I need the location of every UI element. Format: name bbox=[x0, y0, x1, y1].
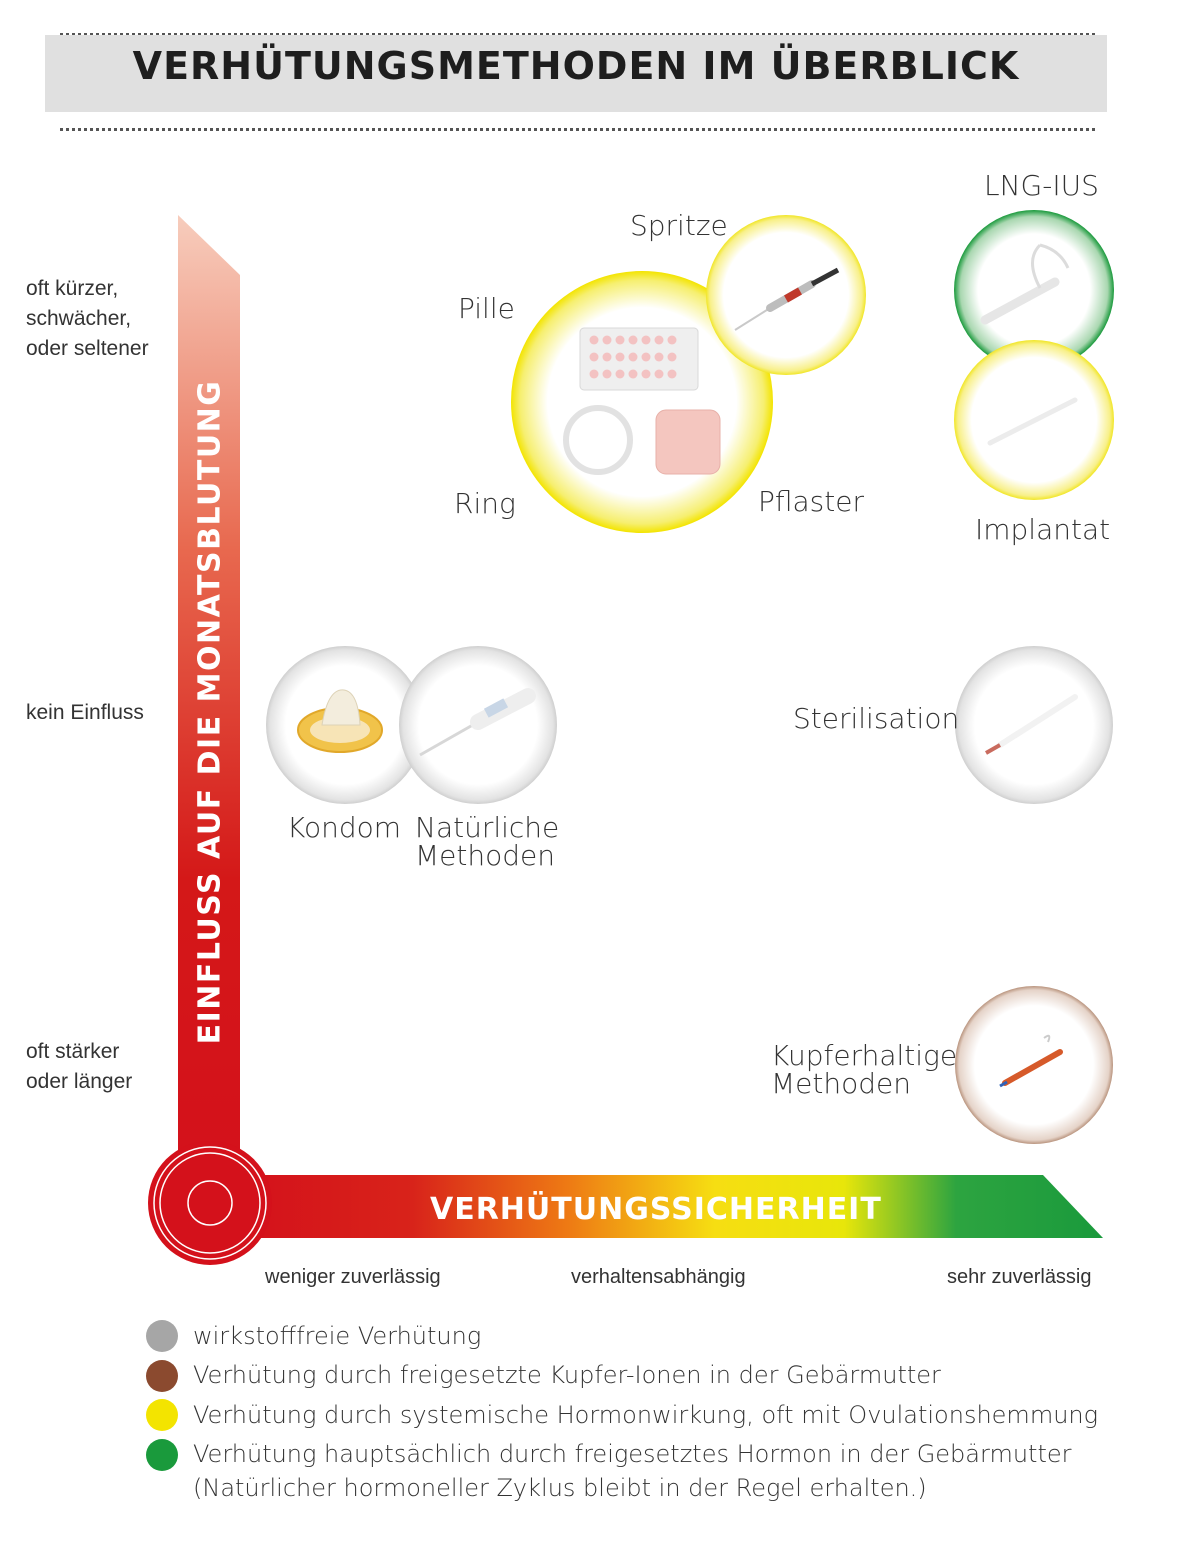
label-kupferhaltige: Kupferhaltige Methoden bbox=[771, 1039, 958, 1100]
x-tick-high: sehr zuverlässig bbox=[947, 1266, 1092, 1288]
scalpel-image bbox=[985, 694, 1078, 755]
y-axis-arrow bbox=[178, 215, 240, 1165]
label-sterilisation: Sterilisation bbox=[793, 702, 960, 735]
title-bar bbox=[45, 35, 1107, 112]
legend-dot-brown bbox=[146, 1360, 178, 1392]
legend-item-yellow: Verhütung durch systemische Hormonwirkun… bbox=[193, 1401, 1099, 1429]
x-tick-mid: verhaltensabhängig bbox=[571, 1266, 746, 1288]
label-spritze: Spritze bbox=[630, 209, 728, 242]
legend-dot-yellow bbox=[146, 1399, 178, 1431]
lng-ius-image bbox=[980, 243, 1070, 325]
label-ring: Ring bbox=[454, 487, 516, 520]
label-pille: Pille bbox=[458, 292, 515, 325]
thermometer-image bbox=[419, 688, 536, 757]
label-lng-ius: LNG-IUS bbox=[984, 169, 1099, 202]
x-axis-title: VERHÜTUNGSSICHERHEIT bbox=[430, 1192, 882, 1227]
implant-image bbox=[987, 397, 1078, 446]
y-level-top: oft kürzer, schwächer, oder seltener bbox=[26, 277, 149, 360]
patch-image bbox=[655, 409, 721, 475]
top-dotted-rule bbox=[60, 33, 1095, 36]
x-tick-low: weniger zuverlässig bbox=[265, 1266, 441, 1288]
legend-dot-green bbox=[146, 1439, 178, 1471]
bottom-dotted-rule bbox=[60, 128, 1095, 131]
pill-pack-image bbox=[579, 327, 699, 391]
y-axis-title: EINFLUSS AUF DIE MONATSBLUTUNG bbox=[192, 379, 228, 1045]
label-pflaster: Pflaster bbox=[758, 485, 864, 518]
legend-item-brown: Verhütung durch freigesetzte Kupfer-Ione… bbox=[193, 1361, 941, 1389]
legend-note: (Natürlicher hormoneller Zyklus bleibt i… bbox=[193, 1474, 927, 1502]
page-title: VERHÜTUNGSMETHODEN IM ÜBERBLICK bbox=[132, 44, 1020, 88]
condom-image bbox=[297, 689, 383, 753]
x-axis-arrow bbox=[240, 1175, 1103, 1238]
legend-item-grey: wirkstofffreie Verhütung bbox=[193, 1322, 482, 1350]
y-level-mid: kein Einfluss bbox=[26, 701, 144, 724]
label-natuerliche-methoden: Natürliche Methoden bbox=[415, 811, 560, 872]
label-implantat: Implantat bbox=[975, 513, 1111, 546]
y-level-bottom: oft stärker oder länger bbox=[26, 1040, 133, 1093]
origin-circle bbox=[148, 1141, 272, 1265]
legend-dot-grey bbox=[146, 1320, 178, 1352]
label-kondom: Kondom bbox=[287, 811, 402, 844]
ring-image bbox=[563, 405, 633, 475]
legend-item-green: Verhütung hauptsächlich durch freigesetz… bbox=[193, 1440, 1072, 1468]
syringe-image bbox=[734, 267, 840, 331]
copper-iud-image bbox=[999, 1034, 1063, 1088]
